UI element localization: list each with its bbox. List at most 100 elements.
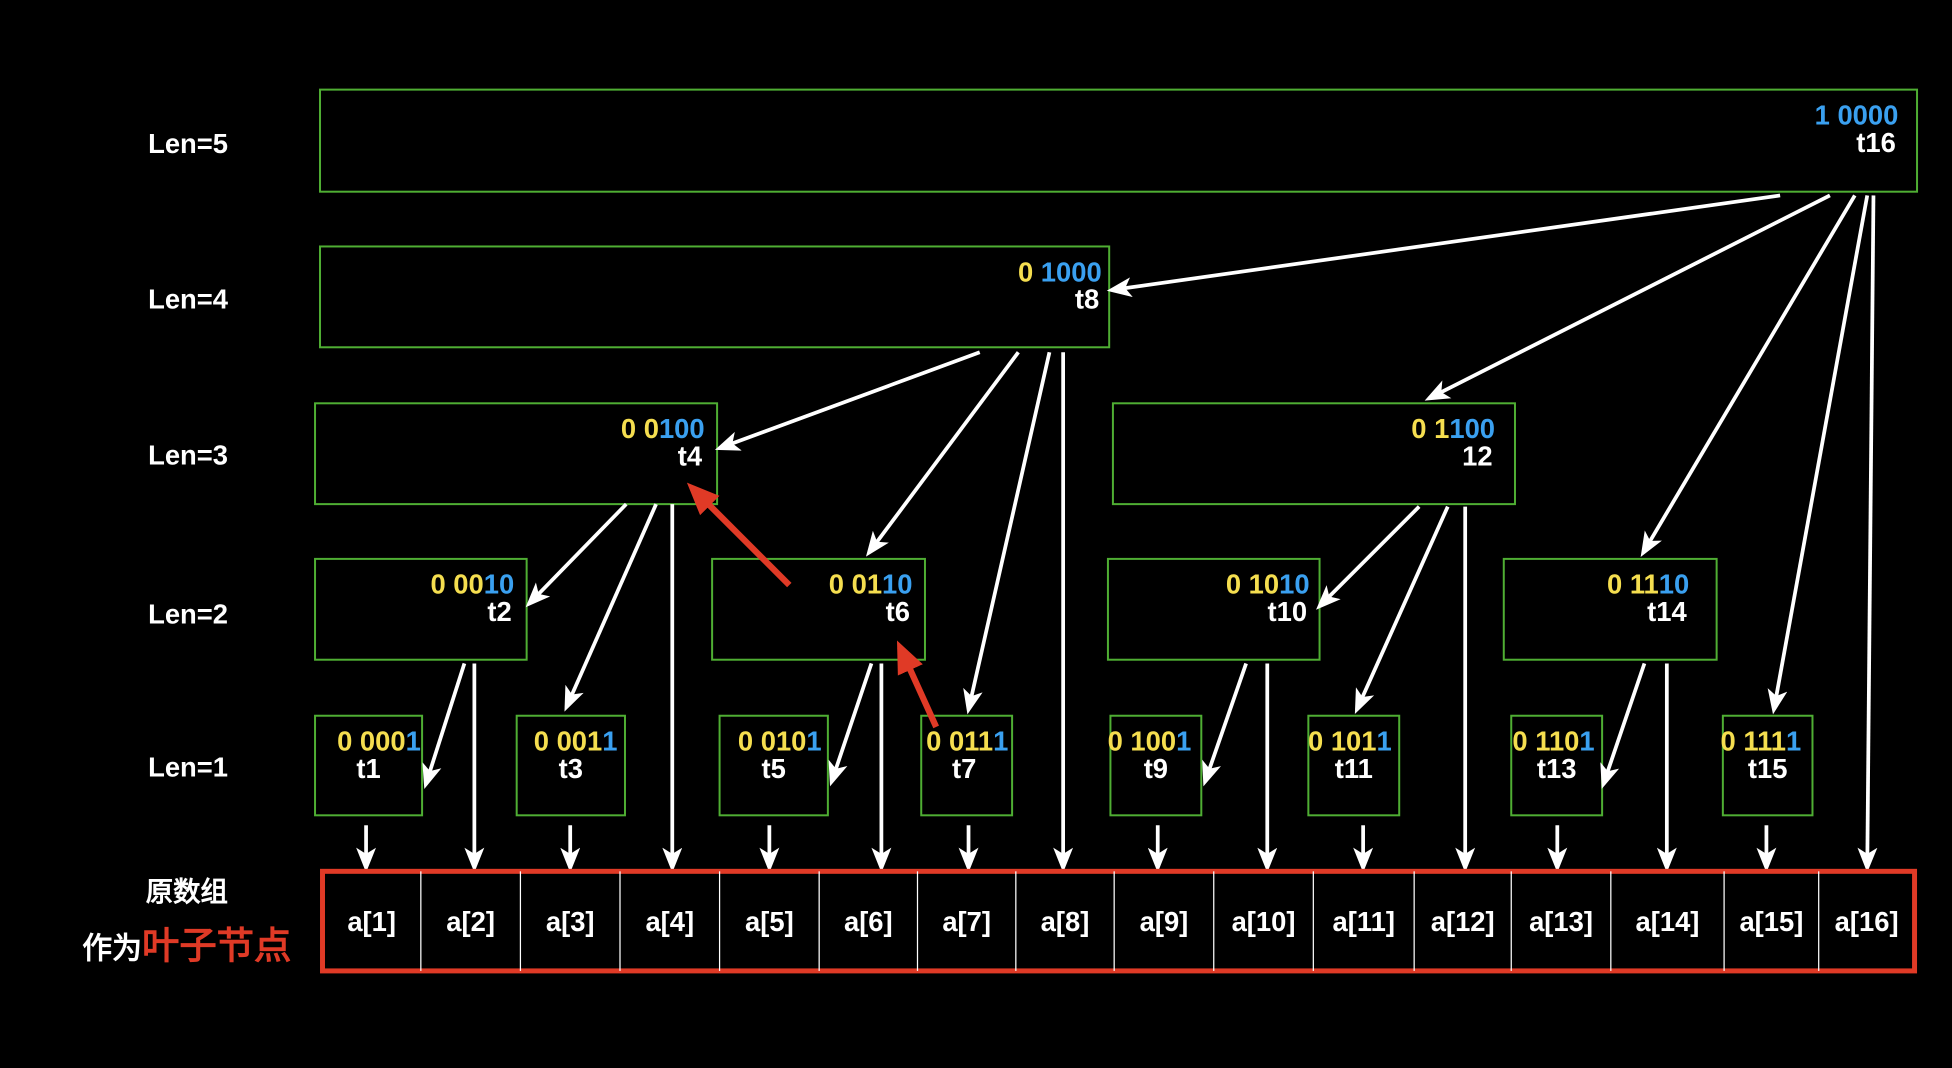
node-box [1111, 402, 1516, 506]
node-label: t3 [559, 753, 583, 784]
array-cell: a[12] [1431, 906, 1495, 937]
node-bits: 0 1000 [1018, 256, 1102, 287]
node-bits: 0 1101 [1512, 726, 1594, 757]
array-cell: a[15] [1739, 906, 1803, 937]
node-label: t5 [762, 753, 786, 784]
node-box [319, 245, 1111, 349]
arrow [714, 350, 981, 451]
node-label: 12 [1462, 441, 1492, 472]
arrow [564, 503, 658, 712]
array-cell: a[11] [1333, 906, 1395, 937]
node-label: t4 [678, 441, 703, 472]
node-bits: 0 1001 [1108, 726, 1192, 757]
node-bits: 0 0110 [829, 569, 913, 600]
arrow [1106, 193, 1781, 298]
arrow [1424, 193, 1831, 401]
row-label-len-4: Len=4 [148, 284, 229, 315]
node-box [1109, 714, 1203, 817]
array-cell: a[4] [645, 906, 694, 937]
node-bits: 0 1100 [1411, 413, 1495, 444]
node-box [1502, 557, 1718, 661]
arrow [828, 662, 874, 787]
arrow [422, 662, 467, 789]
arrow [1600, 662, 1647, 789]
node-box [314, 557, 528, 661]
parent-arrow-red [686, 482, 792, 588]
node-label: t11 [1335, 753, 1373, 784]
node-label: t16 [1856, 127, 1896, 158]
node-label: t15 [1748, 753, 1788, 784]
array-cell: a[13] [1529, 906, 1593, 937]
array-cell: a[1] [347, 906, 396, 937]
arrow [963, 351, 1052, 715]
row-label-len-5: Len=5 [148, 128, 228, 159]
arrow [1316, 505, 1421, 610]
node-box [711, 557, 926, 661]
original-array: a[1]a[2]a[3]a[4]a[5]a[6]a[7]a[8]a[9]a[10… [320, 868, 1918, 974]
node-bits: 0 1011 [1308, 726, 1392, 757]
node-label: t1 [356, 753, 380, 784]
node-bits: 0 0101 [738, 726, 822, 757]
arrow [1202, 662, 1248, 787]
node-box [319, 88, 1919, 193]
node-label: t8 [1075, 284, 1099, 315]
node-label: t7 [952, 753, 976, 784]
array-cell: a[14] [1636, 906, 1700, 937]
node-label: t6 [886, 596, 910, 627]
node-bits: 0 0100 [621, 413, 705, 444]
node-box [1307, 714, 1401, 817]
parent-arrow-red [896, 640, 940, 729]
arrow [1354, 505, 1450, 715]
node-label: t14 [1647, 596, 1687, 627]
array-cell: a[6] [844, 906, 893, 937]
array-label: 原数组 作为叶子节点 [82, 876, 291, 966]
node-box [314, 714, 424, 817]
array-cell: a[8] [1041, 906, 1090, 937]
node-box [718, 714, 829, 817]
arrow [865, 351, 1020, 557]
row-label-len-3: Len=3 [148, 439, 228, 470]
row-label-len-2: Len=2 [148, 599, 228, 630]
node-bits: 1 0000 [1815, 99, 1899, 130]
array-cell: a[16] [1835, 906, 1899, 937]
node-label: t13 [1537, 753, 1577, 784]
array-label-line2: 作为叶子节点 [82, 924, 291, 966]
node-box [920, 714, 1014, 817]
array-cell: a[7] [942, 906, 991, 937]
node-label: t10 [1268, 596, 1308, 627]
array-cell: a[9] [1140, 906, 1189, 937]
node-box [1721, 714, 1814, 817]
node-box [515, 714, 626, 817]
array-label-line1: 原数组 [146, 876, 228, 907]
arrow [1767, 195, 1870, 715]
row-label-len-1: Len=1 [148, 752, 228, 783]
node-bits: 0 0111 [926, 726, 1008, 757]
node-box [314, 402, 719, 506]
array-cell: a[2] [446, 906, 495, 937]
node-label: t2 [487, 596, 511, 627]
node-bits: 0 0011 [534, 726, 618, 757]
node-bits: 0 1010 [1226, 569, 1310, 600]
array-border [320, 868, 1918, 974]
node-bits: 0 1111 [1721, 726, 1802, 757]
arrow [1857, 195, 1878, 873]
array-cell: a[3] [546, 906, 595, 937]
node-bits: 0 0001 [337, 726, 421, 757]
node-bits: 0 1110 [1607, 569, 1689, 600]
arrow [525, 502, 628, 608]
